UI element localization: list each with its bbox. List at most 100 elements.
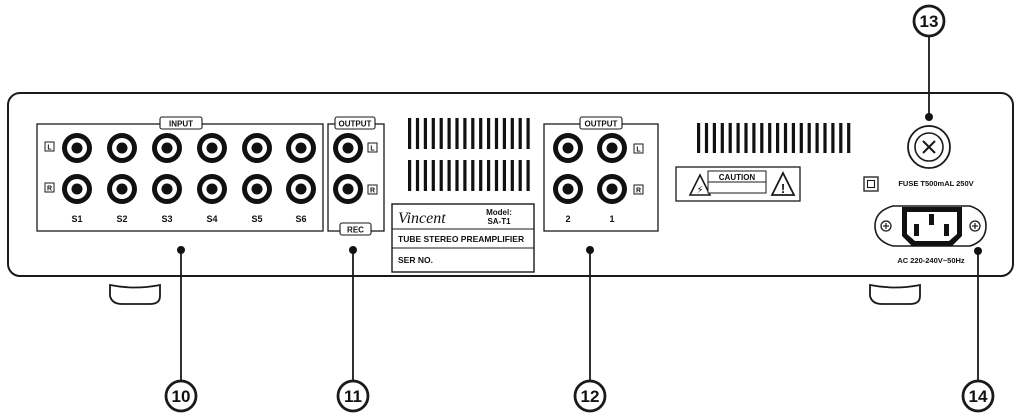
vent-slot [697,123,701,153]
rec-output-title-box [334,116,376,130]
input-jack-s5-right[interactable] [242,174,272,204]
input-jack-s1-right[interactable] [62,174,92,204]
callout-14: 14 [961,379,995,413]
vent-slot [494,160,499,191]
rec-label-box [339,222,372,236]
vent-slot [439,118,443,149]
vent-slot [712,123,716,153]
main-output-jack-1-right[interactable] [597,174,627,204]
input-channel-left-box [44,141,55,152]
nameplate-frame [391,203,535,273]
input-source-label-s4: S4 [206,214,217,224]
main-output-title: OUTPUT [585,120,618,129]
main-output-jack-2-left[interactable] [553,133,583,163]
vent-slot [502,118,506,149]
vent-slot [744,123,748,153]
callout-11: 11 [336,379,370,413]
vent-slot [760,123,764,153]
class-ii-symbol-icon [863,176,879,192]
vent-slot [431,160,435,191]
vent-slot [736,123,740,153]
vent-slot [463,160,467,191]
vent-slot [423,118,427,149]
rec-channel-right-box [367,184,378,195]
vent-slot [487,160,491,191]
inlet-screw-right-icon [969,220,981,232]
input-jack-s4-right[interactable] [197,174,227,204]
nameplate-serial-label: SER NO. [398,255,433,265]
vent-slot [823,123,827,153]
main-output-jack-1-left[interactable] [597,133,627,163]
input-source-label-s3: S3 [161,214,172,224]
input-jack-s4-left[interactable] [197,133,227,163]
vent-slot [831,123,835,153]
input-jack-s2-left[interactable] [107,133,137,163]
input-channel-right-box [44,182,55,193]
rec-jack-right[interactable] [333,174,363,204]
svg-text:!: ! [781,181,785,196]
input-title-box [159,116,203,130]
vent-slot [518,118,522,149]
input-jack-s1-left[interactable] [62,133,92,163]
vent-slots-left [408,118,530,191]
svg-text:13: 13 [920,12,939,31]
main-output-label-1: 1 [609,214,614,224]
vent-slot [479,160,483,191]
vent-slot [704,123,709,153]
vent-slot [487,118,491,149]
main-output-title-box [579,116,623,130]
caution-text: CAUTION [719,173,756,182]
vent-slot [526,118,530,149]
foot-right [869,283,921,305]
fuse-label: FUSE T500mAL 250V [898,179,973,188]
rec-output-section: OUTPUT L R REC [327,116,385,236]
ac-power-inlet[interactable] [874,205,987,247]
vent-slot [431,118,435,149]
foot-left [109,283,161,305]
main-output-jack-2-right[interactable] [553,174,583,204]
vent-slot [408,160,412,191]
input-source-label-s5: S5 [251,214,262,224]
callout-13: 13 [912,4,946,38]
input-jack-s3-left[interactable] [152,133,182,163]
vent-slot [471,118,475,149]
main-output-label-2: 2 [565,214,570,224]
nameplate-product-name: TUBE STEREO PREAMPLIFIER [398,234,524,244]
svg-text:11: 11 [344,387,362,406]
vent-slot [463,118,467,149]
vent-slot [479,118,483,149]
input-channel-right-label: R [47,186,52,193]
vent-slot [510,160,514,191]
rec-output-title: OUTPUT [339,120,372,129]
vent-slot [415,160,420,191]
input-jack-s5-left[interactable] [242,133,272,163]
rec-jack-left[interactable] [333,133,363,163]
input-jacks [62,133,316,204]
vent-slot [423,160,427,191]
rec-channel-right-label: R [370,188,375,195]
vent-slot [502,160,506,191]
fuse-holder[interactable] [907,125,951,169]
main-output-section: OUTPUT L R 2 1 [543,116,659,232]
input-jack-s2-right[interactable] [107,174,137,204]
inlet-screw-left-icon [880,220,892,232]
vent-slot [455,160,459,191]
vent-slot [783,123,788,153]
svg-text:10: 10 [172,387,191,406]
vent-slot [439,160,443,191]
vent-slot [807,123,811,153]
vent-slot [799,123,803,153]
rec-label: REC [347,226,364,235]
svg-text:14: 14 [969,387,988,406]
input-jack-s3-right[interactable] [152,174,182,204]
callout-10: 10 [164,379,198,413]
callout-12: 12 [573,379,607,413]
ac-inlet-label: AC 220-240V~50Hz [897,256,965,265]
rec-channel-left-box [367,142,378,153]
nameplate: Vincent Model: SA-T1 TUBE STEREO PREAMPL… [391,203,535,273]
input-jack-s6-right[interactable] [286,174,316,204]
input-jack-s6-left[interactable] [286,133,316,163]
main-output-channel-left-box [633,143,644,154]
